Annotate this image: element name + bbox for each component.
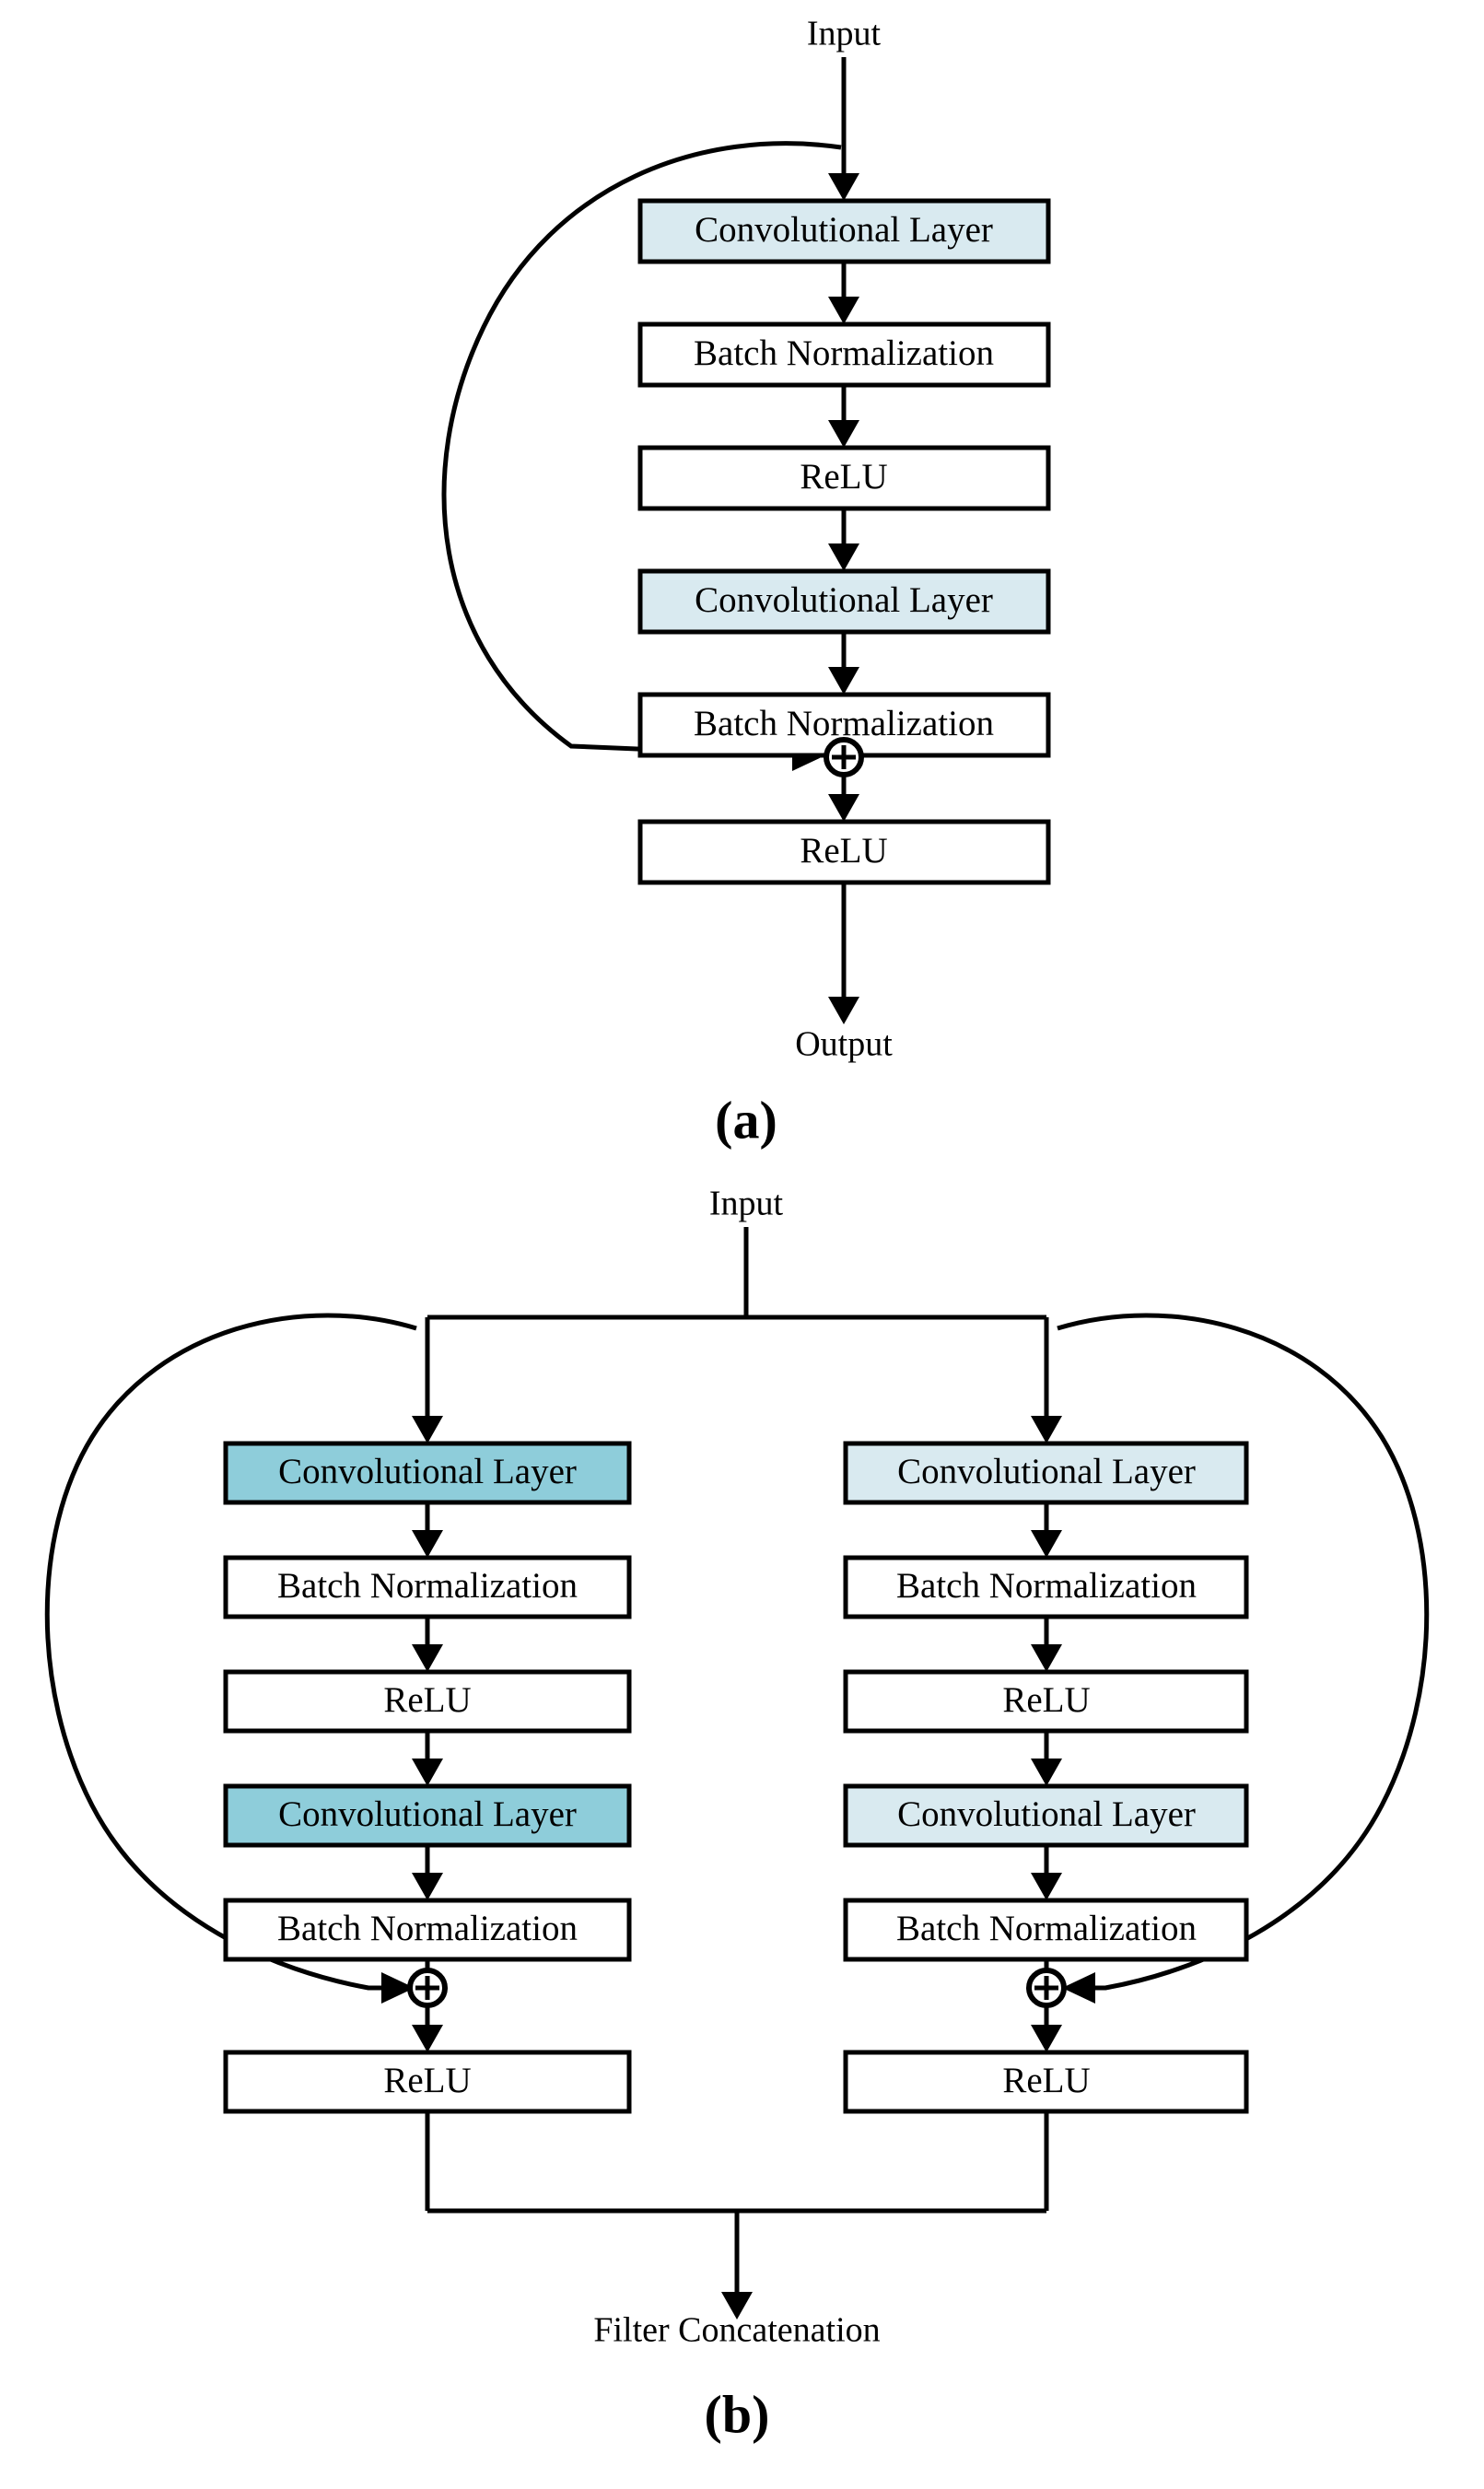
- panel-b-left-node-relu-out[interactable]: ReLU: [223, 2050, 632, 2114]
- panel-b-right-branch-arrowhead: [1031, 1416, 1062, 1443]
- panel-b-left-node-relu-1-label: ReLU: [383, 1680, 471, 1720]
- panel-b-input-label: Input: [709, 1185, 784, 1223]
- panel-b-right-add-junction: [1026, 1968, 1067, 2008]
- panel-a-node-relu-out-box: [637, 819, 1051, 885]
- panel-b-left-add-junction: [407, 1968, 448, 2008]
- panel-b-right-node-conv-2[interactable]: Convolutional Layer: [843, 1783, 1249, 1848]
- panel-b-left-node-conv-2-label: Convolutional Layer: [278, 1794, 577, 1834]
- panel-a-connector-1-arrowhead: [828, 297, 859, 324]
- panel-b: Input Convolutional Layer: [44, 1185, 1430, 2444]
- panel-b-right-node-conv-2-box: [843, 1783, 1249, 1848]
- panel-a-node-relu-out[interactable]: ReLU: [637, 819, 1051, 885]
- panel-b-left-node-conv-2[interactable]: Convolutional Layer: [223, 1783, 632, 1848]
- panel-a-connector-3-arrowhead: [828, 543, 859, 571]
- panel-b-right-node-bn-2-label: Batch Normalization: [896, 1909, 1197, 1948]
- panel-b-left-node-relu-1[interactable]: ReLU: [223, 1669, 632, 1734]
- panel-b-left-connector-2-arrowhead: [412, 1644, 443, 1672]
- panel-b-left-node-bn-1[interactable]: Batch Normalization: [223, 1555, 632, 1619]
- panel-a-node-conv-1-label: Convolutional Layer: [695, 210, 993, 250]
- panel-b-left-connector-1-arrowhead: [412, 1530, 443, 1558]
- panel-b-left-node-conv-1-label: Convolutional Layer: [278, 1452, 577, 1491]
- panel-b-left-node-bn-2-label: Batch Normalization: [277, 1909, 578, 1948]
- panel-a-caption: (a): [715, 1090, 777, 1150]
- panel-a-node-bn-1-label: Batch Normalization: [694, 333, 994, 373]
- panel-a-merge-arrowhead: [828, 794, 859, 822]
- panel-b-right-node-relu-out-label: ReLU: [1002, 2061, 1090, 2100]
- panel-a-node-relu-out-label: ReLU: [800, 831, 887, 871]
- panel-b-right-node-relu-out-box: [843, 2050, 1249, 2114]
- panel-a-node-conv-2[interactable]: Convolutional Layer: [637, 568, 1051, 635]
- panel-a-node-conv-2-label: Convolutional Layer: [695, 580, 993, 620]
- panel-b-left-node-relu-out-box: [223, 2050, 632, 2114]
- panel-b-right-connector-3-arrowhead: [1031, 1759, 1062, 1786]
- panel-a-connector-4-arrowhead: [828, 667, 859, 695]
- panel-b-right-node-bn-2[interactable]: Batch Normalization: [843, 1898, 1249, 1962]
- panel-b-right-node-conv-2-label: Convolutional Layer: [897, 1794, 1196, 1834]
- panel-a-connector-2-arrowhead: [828, 420, 859, 448]
- panel-a-input-arrowhead: [828, 173, 859, 201]
- panel-a-input-label: Input: [807, 15, 882, 53]
- panel-a-node-bn-2-label: Batch Normalization: [694, 704, 994, 743]
- panel-a-node-conv-1-box: [637, 198, 1051, 264]
- panel-b-right-connector-1-arrowhead: [1031, 1530, 1062, 1558]
- panel-b-left-node-conv-2-box: [223, 1783, 632, 1848]
- panel-b-left-node-bn-1-box: [223, 1555, 632, 1619]
- panel-b-right-node-relu-1-box: [843, 1669, 1249, 1734]
- panel-b-left-merge-arrowhead: [412, 2025, 443, 2052]
- panel-a-node-conv-1[interactable]: Convolutional Layer: [637, 198, 1051, 264]
- panel-b-left-connector-3-arrowhead: [412, 1759, 443, 1786]
- panel-b-right-node-relu-1-label: ReLU: [1002, 1680, 1090, 1720]
- panel-b-right-node-bn-2-box: [843, 1898, 1249, 1962]
- panel-b-left-node-relu-out-label: ReLU: [383, 2061, 471, 2100]
- panel-b-left-skip-connection: [44, 1313, 417, 1991]
- panel-b-right-skip-arrowhead: [1062, 1972, 1095, 2004]
- panel-b-left-node-bn-2[interactable]: Batch Normalization: [223, 1898, 632, 1962]
- panel-a-output-arrowhead: [828, 997, 859, 1024]
- panel-a-node-relu-1-box: [637, 445, 1051, 511]
- panel-b-left-connector-4-arrowhead: [412, 1873, 443, 1900]
- panel-b-right-node-relu-out[interactable]: ReLU: [843, 2050, 1249, 2114]
- panel-b-right-skip-connection: [1057, 1313, 1430, 1991]
- panel-b-right-connector-2-arrowhead: [1031, 1644, 1062, 1672]
- panel-a-add-junction: [824, 737, 864, 777]
- panel-a-node-relu-1-label: ReLU: [800, 457, 887, 497]
- panel-b-right-node-relu-1[interactable]: ReLU: [843, 1669, 1249, 1734]
- panel-b-right-node-conv-1[interactable]: Convolutional Layer: [843, 1441, 1249, 1505]
- panel-b-left-skip-arrowhead: [381, 1972, 415, 2004]
- panel-b-caption: (b): [705, 2384, 770, 2444]
- panel-b-left-node-bn-1-label: Batch Normalization: [277, 1566, 578, 1606]
- panel-b-right-node-conv-1-box: [843, 1441, 1249, 1505]
- panel-a-output-label: Output: [795, 1025, 893, 1064]
- panel-b-left-branch-arrowhead: [412, 1416, 443, 1443]
- panel-a-node-relu-1[interactable]: ReLU: [637, 445, 1051, 511]
- panel-a: Input Convolutional Layer Batch Normaliz…: [441, 15, 1051, 1150]
- panel-b-right-node-bn-1-label: Batch Normalization: [896, 1566, 1197, 1606]
- panel-b-output-label: Filter Concatenation: [593, 2311, 880, 2350]
- panel-b-right-node-conv-1-label: Convolutional Layer: [897, 1452, 1196, 1491]
- panel-b-right-merge-arrowhead: [1031, 2025, 1062, 2052]
- panel-a-skip-connection: [441, 141, 842, 758]
- panel-b-right-connector-4-arrowhead: [1031, 1873, 1062, 1900]
- panel-b-left-node-conv-1-box: [223, 1441, 632, 1505]
- panel-b-left-node-conv-1[interactable]: Convolutional Layer: [223, 1441, 632, 1505]
- panel-a-node-bn-1[interactable]: Batch Normalization: [637, 321, 1051, 388]
- panel-b-right-node-bn-1[interactable]: Batch Normalization: [843, 1555, 1249, 1619]
